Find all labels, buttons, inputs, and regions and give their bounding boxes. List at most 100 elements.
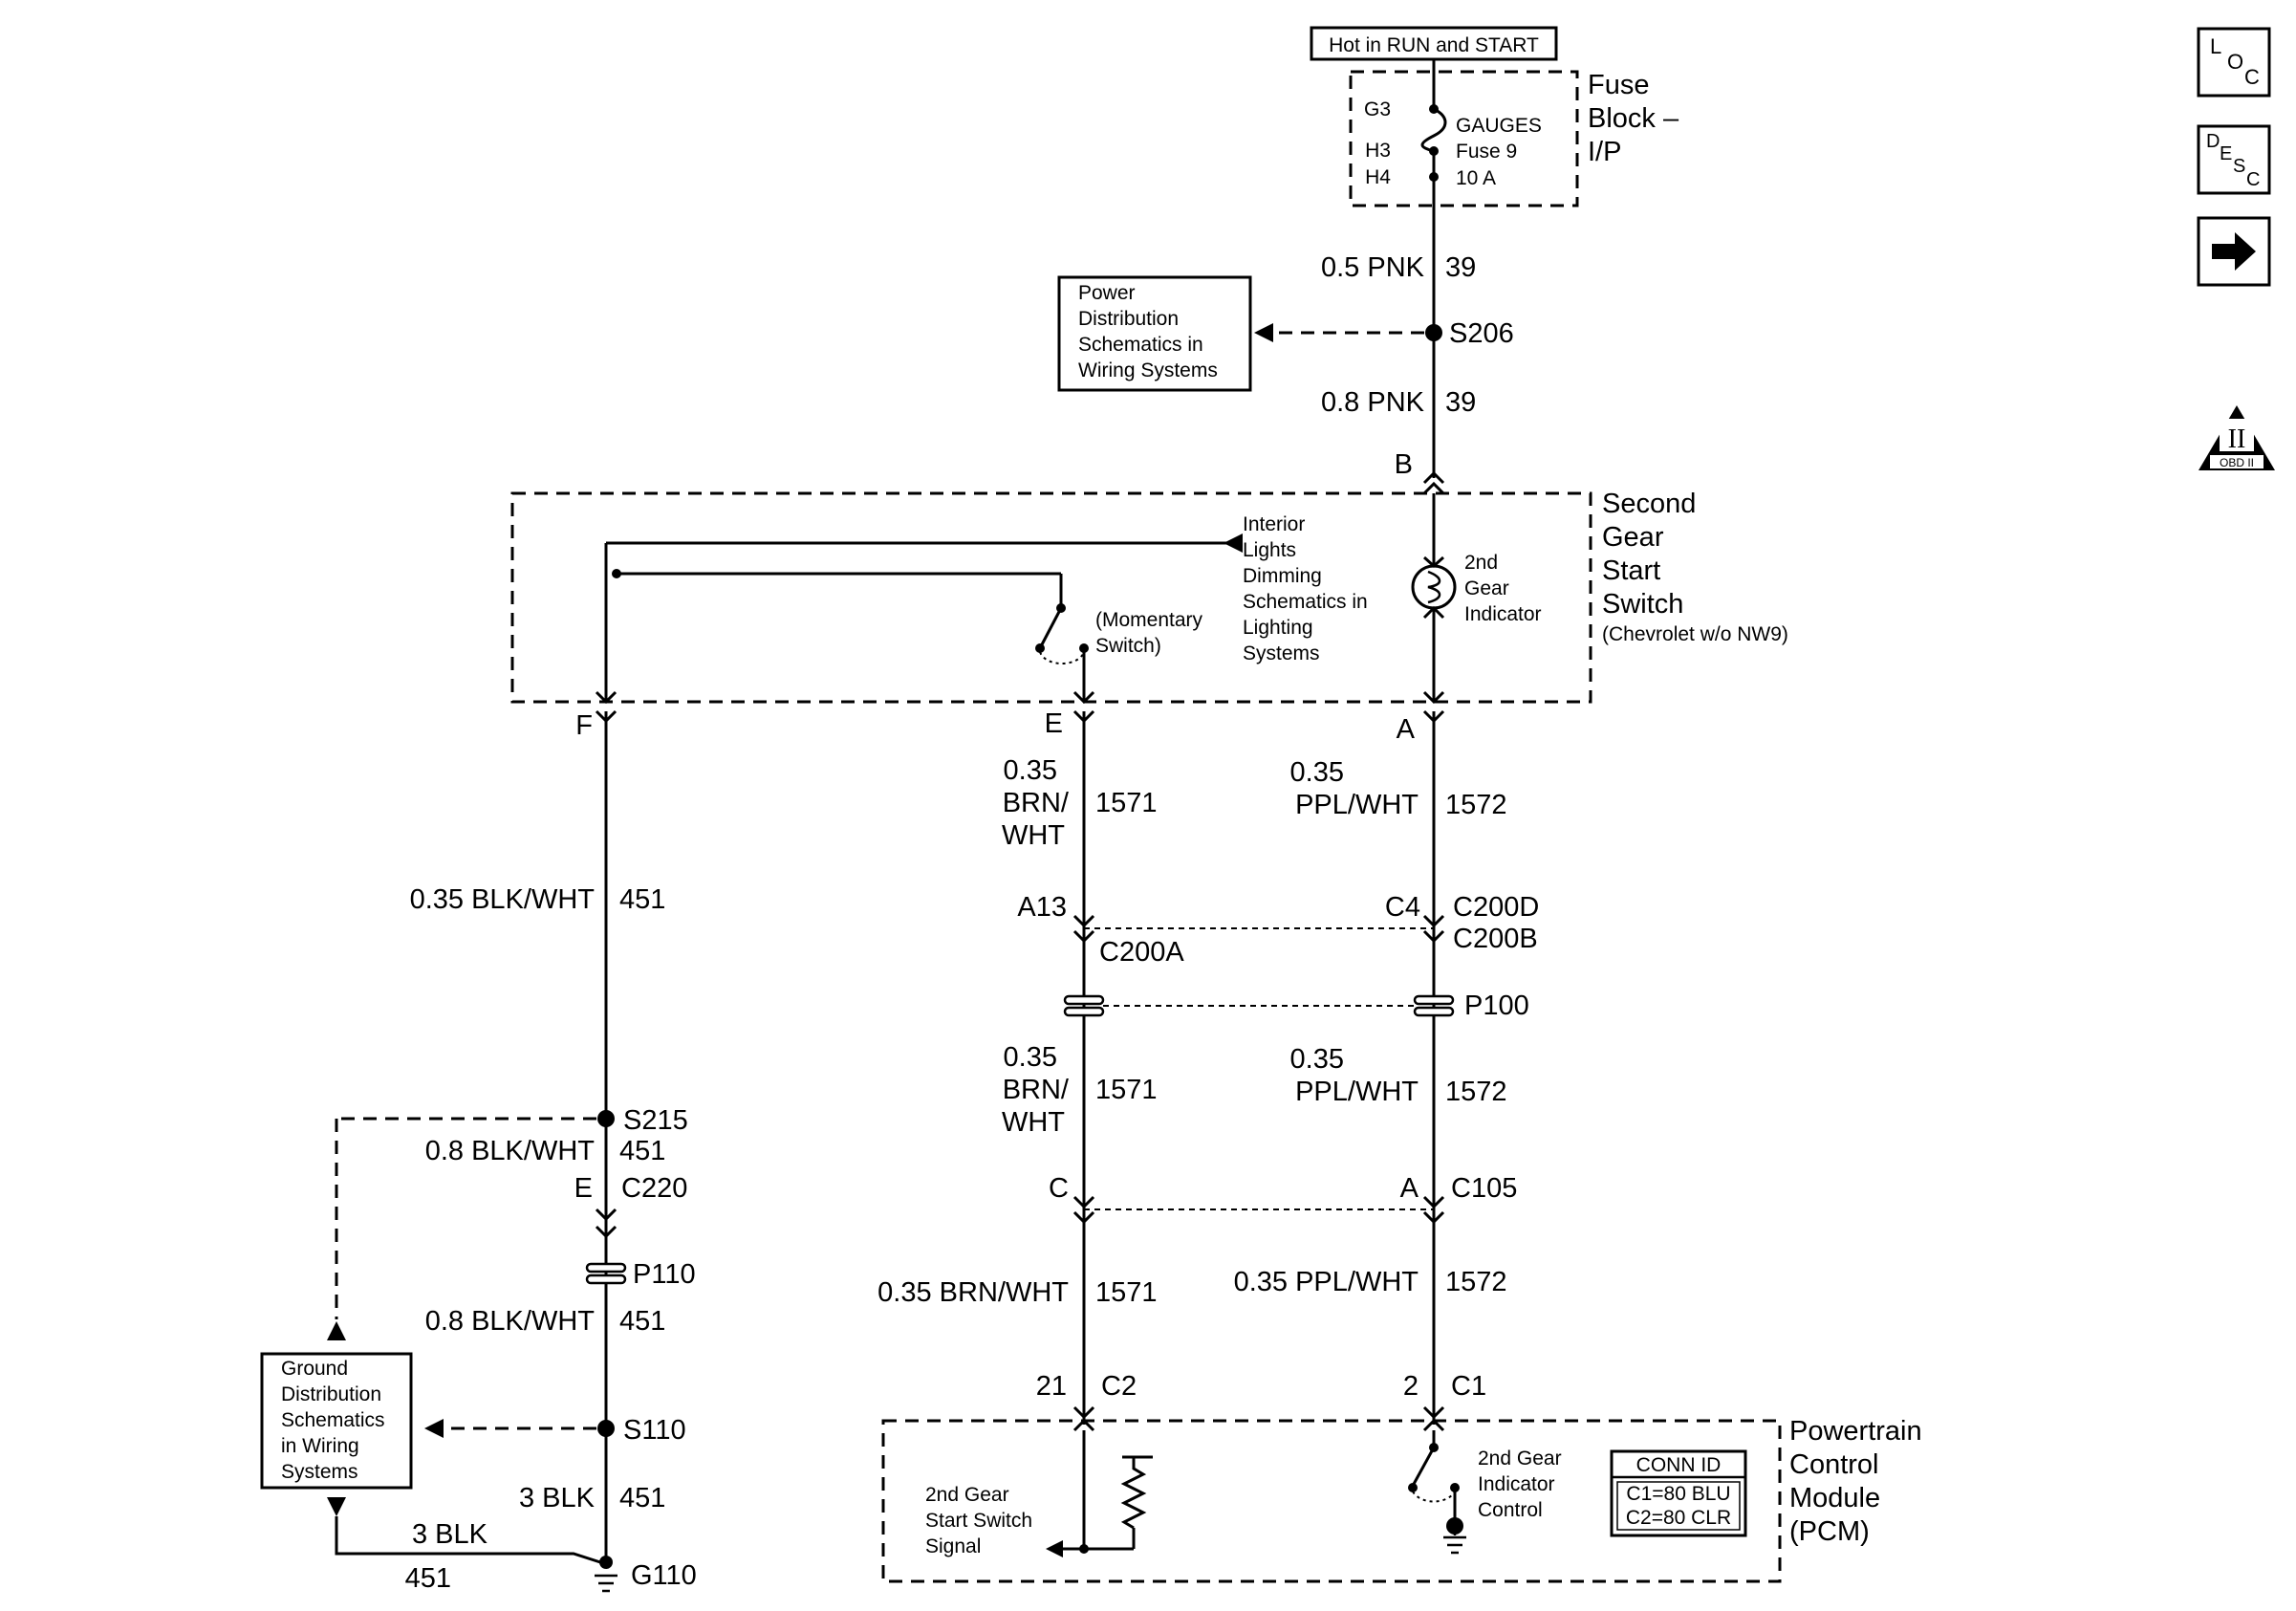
connector-c4: C4 xyxy=(1385,892,1420,923)
svg-text:0.35: 0.35 xyxy=(1290,1044,1344,1075)
connector-c200b: C200B xyxy=(1453,924,1538,954)
power-source-label: Hot in RUN and START xyxy=(1329,34,1539,56)
svg-text:Indicator: Indicator xyxy=(1478,1473,1555,1495)
svg-text:10 A: 10 A xyxy=(1456,167,1496,189)
svg-text:C2=80 CLR: C2=80 CLR xyxy=(1626,1507,1731,1529)
switch-pin-a: A xyxy=(1397,714,1416,745)
svg-text:Switch): Switch) xyxy=(1095,635,1161,657)
wire-1572a-circuit: 1572 xyxy=(1445,790,1507,820)
arrow-left-icon xyxy=(1254,323,1273,342)
wire-39a-circuit: 39 xyxy=(1445,252,1476,283)
wire-451e-size: 3 BLK xyxy=(412,1519,488,1550)
svg-text:C: C xyxy=(2246,169,2260,190)
svg-text:PPL/WHT: PPL/WHT xyxy=(1295,1077,1419,1107)
pcm-signal-label: 2nd Gear Start Switch Signal xyxy=(925,1484,1032,1557)
wire-451b-size: 0.8 BLK/WHT xyxy=(425,1136,596,1166)
svg-text:WHT: WHT xyxy=(1002,820,1065,851)
svg-text:(Momentary: (Momentary xyxy=(1095,609,1203,631)
svg-text:Systems: Systems xyxy=(1243,642,1320,664)
svg-text:Distribution: Distribution xyxy=(281,1383,381,1405)
arrow-left-icon xyxy=(1224,533,1243,553)
fuse-pin-g3: G3 xyxy=(1364,98,1391,120)
wire-451d-size: 3 BLK xyxy=(519,1483,596,1513)
wire-39b-size: 0.8 PNK xyxy=(1321,387,1425,418)
svg-text:2nd Gear: 2nd Gear xyxy=(925,1484,1009,1506)
svg-text:OBD II: OBD II xyxy=(2220,456,2254,469)
svg-text:O: O xyxy=(2227,50,2243,74)
power-source-box: Hot in RUN and START xyxy=(1310,26,1558,61)
wire-451d-circuit: 451 xyxy=(619,1483,665,1513)
svg-text:L: L xyxy=(2210,34,2221,58)
svg-text:GAUGES: GAUGES xyxy=(1456,115,1542,137)
splice-s215 xyxy=(597,1110,615,1127)
wire-1571b-circuit: 1571 xyxy=(1095,1075,1158,1105)
desc-icon[interactable]: D E S C xyxy=(2197,124,2271,195)
svg-text:Distribution: Distribution xyxy=(1078,308,1179,330)
momentary-label: (Momentary Switch) xyxy=(1095,609,1203,657)
svg-text:BRN/: BRN/ xyxy=(1003,788,1070,818)
splice-s206-label: S206 xyxy=(1449,318,1514,349)
pass-through-p110-label: P110 xyxy=(633,1259,696,1290)
loc-icon[interactable]: L O C xyxy=(2197,27,2271,98)
ground-distribution-ref[interactable]: Ground Distribution Schematics in Wiring… xyxy=(260,1352,413,1490)
svg-text:D: D xyxy=(2206,131,2220,152)
wire-451c-size: 0.8 BLK/WHT xyxy=(425,1306,596,1337)
wire-1571b-size: 0.35 BRN/ WHT xyxy=(1002,1042,1070,1138)
svg-text:Gear: Gear xyxy=(1464,577,1509,599)
conn-id-table: CONN ID C1=80 BLU C2=80 CLR xyxy=(1610,1449,1747,1537)
svg-text:Module: Module xyxy=(1789,1483,1880,1513)
connector-c105: C105 xyxy=(1451,1173,1517,1204)
svg-text:Start: Start xyxy=(1602,555,1660,586)
connector-c220: C220 xyxy=(621,1173,687,1204)
splice-s206 xyxy=(1425,324,1442,341)
fuse-element xyxy=(1420,59,1447,182)
svg-text:2nd: 2nd xyxy=(1464,552,1498,574)
arrow-left-icon xyxy=(424,1419,444,1438)
svg-text:Systems: Systems xyxy=(281,1461,358,1483)
ground-g110-icon xyxy=(595,1574,617,1593)
arrow-left-icon xyxy=(1046,1540,1063,1557)
pass-through-p110 xyxy=(585,1262,627,1285)
connector-a-pin: A xyxy=(1400,1173,1419,1204)
control-switch-icon xyxy=(1408,1443,1460,1503)
svg-text:Interior: Interior xyxy=(1243,513,1305,535)
power-distribution-ref[interactable]: Power Distribution Schematics in Wiring … xyxy=(1057,275,1252,392)
splice-s215-label: S215 xyxy=(623,1105,688,1136)
wire-451b-circuit: 451 xyxy=(619,1136,665,1166)
wire-1571c-size: 0.35 BRN/WHT xyxy=(877,1277,1069,1308)
svg-text:Control: Control xyxy=(1478,1499,1543,1521)
fuse-block-name: Fuse Block – I/P xyxy=(1588,70,1679,167)
wire-1572b-circuit: 1572 xyxy=(1445,1077,1507,1107)
pass-through-p100-right xyxy=(1413,994,1455,1017)
wire-1572a-size: 0.35 PPL/WHT xyxy=(1290,757,1419,820)
svg-text:Lighting: Lighting xyxy=(1243,617,1313,639)
switch-variant: (Chevrolet w/o NW9) xyxy=(1602,623,1788,645)
svg-text:Wiring Systems: Wiring Systems xyxy=(1078,359,1218,381)
wire-39b-circuit: 39 xyxy=(1445,387,1476,418)
fuse-pin-h3: H3 xyxy=(1365,140,1391,162)
next-page-arrow-icon[interactable] xyxy=(2197,216,2271,287)
indicator-label: 2nd Gear Indicator xyxy=(1464,552,1542,625)
svg-text:0.35: 0.35 xyxy=(1004,755,1057,786)
switch-pin-b: B xyxy=(1395,449,1413,480)
svg-text:0.35: 0.35 xyxy=(1004,1042,1057,1073)
svg-text:II: II xyxy=(2228,425,2246,454)
connector-a13: A13 xyxy=(1017,892,1067,923)
wire-1571c-circuit: 1571 xyxy=(1095,1277,1158,1308)
ground-g110-label: G110 xyxy=(631,1560,697,1591)
splice-s110-label: S110 xyxy=(623,1415,686,1446)
switch-pin-f: F xyxy=(575,710,593,741)
svg-text:E: E xyxy=(2220,143,2232,164)
indicator-lamp-icon xyxy=(1411,564,1457,610)
pcm-ground-icon xyxy=(1443,1526,1466,1555)
wire-451a-size: 0.35 BLK/WHT xyxy=(410,884,596,915)
connector-b xyxy=(1422,470,1445,495)
pcm-control-label: 2nd Gear Indicator Control xyxy=(1478,1448,1562,1521)
svg-text:Power: Power xyxy=(1078,282,1136,304)
wire-451c-circuit: 451 xyxy=(619,1306,665,1337)
svg-text:Gear: Gear xyxy=(1602,522,1664,553)
wire-1572c-size: 0.35 PPL/WHT xyxy=(1234,1267,1419,1297)
pcm-name: Powertrain Control Module (PCM) xyxy=(1789,1416,1922,1547)
svg-text:WHT: WHT xyxy=(1002,1107,1065,1138)
svg-text:Dimming: Dimming xyxy=(1243,565,1322,587)
